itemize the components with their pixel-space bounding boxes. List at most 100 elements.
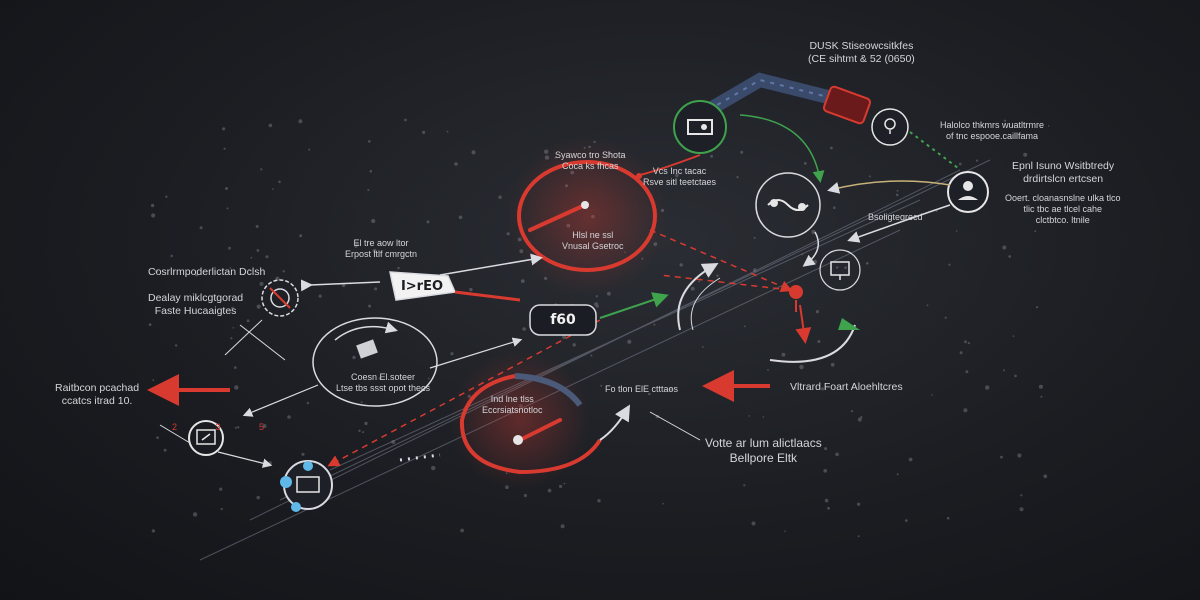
grid-dot — [958, 162, 962, 166]
grid-dot — [318, 294, 322, 298]
grid-dot — [431, 465, 436, 471]
label-top-right: DUSK Stiseowcsitkfes (CE sihtmt & 52 (06… — [808, 40, 915, 65]
grid-dot — [152, 379, 155, 382]
grid-dot — [272, 188, 274, 190]
grid-dot — [460, 528, 464, 533]
label-top-mid-2: Vcs Inc tacac Rsve sitl teetctaes — [643, 166, 717, 187]
grid-dot — [368, 140, 371, 143]
user-node[interactable] — [947, 171, 989, 213]
grid-dot — [1047, 125, 1050, 127]
grid-dot — [590, 354, 593, 357]
grid-dot — [830, 146, 833, 150]
grid-dot — [835, 452, 839, 457]
grid-dot — [354, 245, 358, 248]
grid-dot — [234, 385, 239, 390]
grid-dot — [397, 266, 400, 270]
grid-dot — [812, 259, 818, 264]
grid-dot — [404, 118, 407, 122]
label-far-right-2: Epnl Isuno Wsitbtredy drdirtslcn ertcsen — [1012, 160, 1115, 185]
grid-dot — [427, 377, 430, 380]
grid-dot — [341, 283, 346, 288]
grid-dot — [748, 415, 750, 417]
grid-dot — [237, 426, 240, 429]
grid-dot — [836, 266, 839, 269]
grid-dot — [679, 263, 683, 267]
grid-dot — [833, 206, 836, 209]
label-far-left-1: Cosrlrmpoderlictan Dclsh — [148, 266, 266, 278]
mid-badge-text: f60 — [550, 312, 576, 328]
grid-dot — [1023, 152, 1028, 157]
grid-dot — [716, 274, 719, 277]
grid-dot — [857, 535, 860, 538]
grid-dot — [857, 502, 861, 506]
grid-dot — [228, 246, 231, 250]
grid-dot — [174, 344, 178, 347]
grid-dot — [282, 270, 285, 273]
label-far-left-3: Raitbcon pcachad ccatcs itrad 10. — [55, 382, 140, 407]
grid-dot — [944, 316, 947, 319]
grid-dot — [154, 269, 158, 273]
grid-dot — [1002, 245, 1007, 250]
grid-dot — [627, 339, 632, 344]
grid-dot — [784, 530, 786, 532]
grid-dot — [262, 424, 267, 428]
gear-node[interactable] — [261, 279, 299, 317]
grid-dot — [360, 401, 363, 404]
label-far-right-3: Ooert. cloanasnslne ulka tlco tlic tbc a… — [1005, 193, 1121, 225]
grid-dot — [1038, 384, 1043, 389]
grid-dot — [1040, 395, 1043, 398]
grid-dot — [857, 417, 862, 422]
cart-node[interactable] — [280, 460, 333, 512]
grid-dot — [222, 127, 226, 131]
grid-dot — [299, 234, 303, 238]
grid-dot — [234, 366, 237, 369]
grid-dot — [195, 273, 199, 277]
grid-dot — [256, 304, 261, 309]
grid-dot — [1043, 474, 1048, 479]
label-top-mid-1: Syawco tro Shota Coca ks fhcas — [555, 150, 626, 171]
label-far-right-1: Halolco thkmrs wuatltrmre of tnc espooe.… — [940, 120, 1045, 141]
grid-dot — [192, 512, 198, 517]
grid-dot — [563, 482, 566, 485]
grid-dot — [372, 248, 377, 253]
grid-dot — [362, 431, 364, 434]
camera-node[interactable] — [673, 100, 727, 154]
grid-dot — [821, 387, 825, 391]
grid-dot — [824, 498, 829, 503]
grid-dot — [1003, 369, 1005, 372]
left-loop — [312, 317, 438, 407]
grid-dot — [690, 286, 695, 291]
grid-dot — [572, 343, 576, 347]
grid-dot — [698, 280, 701, 283]
grid-dot — [246, 319, 250, 323]
grid-dot — [860, 416, 863, 419]
grid-dot — [165, 195, 168, 198]
label-bottom-mid: Fo tlon ElE ctttaos — [605, 384, 679, 394]
center-badge-text: I>rEO — [400, 278, 444, 294]
grid-dot — [740, 150, 744, 154]
grid-dot — [156, 436, 160, 439]
grid-dot — [844, 266, 847, 270]
grid-dot — [358, 429, 361, 432]
label-right-node: Bsoligtegrecd — [868, 212, 923, 222]
monitor-node[interactable] — [819, 249, 861, 291]
mid-badge[interactable] — [529, 304, 597, 336]
grid-dot — [255, 225, 259, 228]
grid-dot — [675, 173, 679, 178]
lightbulb-node[interactable] — [871, 108, 909, 146]
grid-dot — [1014, 374, 1017, 378]
grid-dot — [369, 170, 373, 173]
grid-dot — [371, 218, 376, 224]
grid-dot — [948, 263, 951, 266]
grid-dot — [355, 242, 360, 247]
grid-dot — [378, 377, 382, 380]
grid-dot — [471, 150, 476, 155]
chart-node[interactable] — [188, 420, 224, 456]
grid-dot — [219, 487, 223, 491]
label-bottom-right: Votte ar lum alictlaacs Bellpore Eltk — [705, 436, 822, 465]
grid-dot — [926, 304, 929, 307]
handshake-node[interactable] — [755, 172, 821, 238]
grid-dot — [220, 507, 223, 511]
label-far-left-2: Dealay miklcgtgorad Faste Hucaaigtes — [148, 292, 244, 317]
